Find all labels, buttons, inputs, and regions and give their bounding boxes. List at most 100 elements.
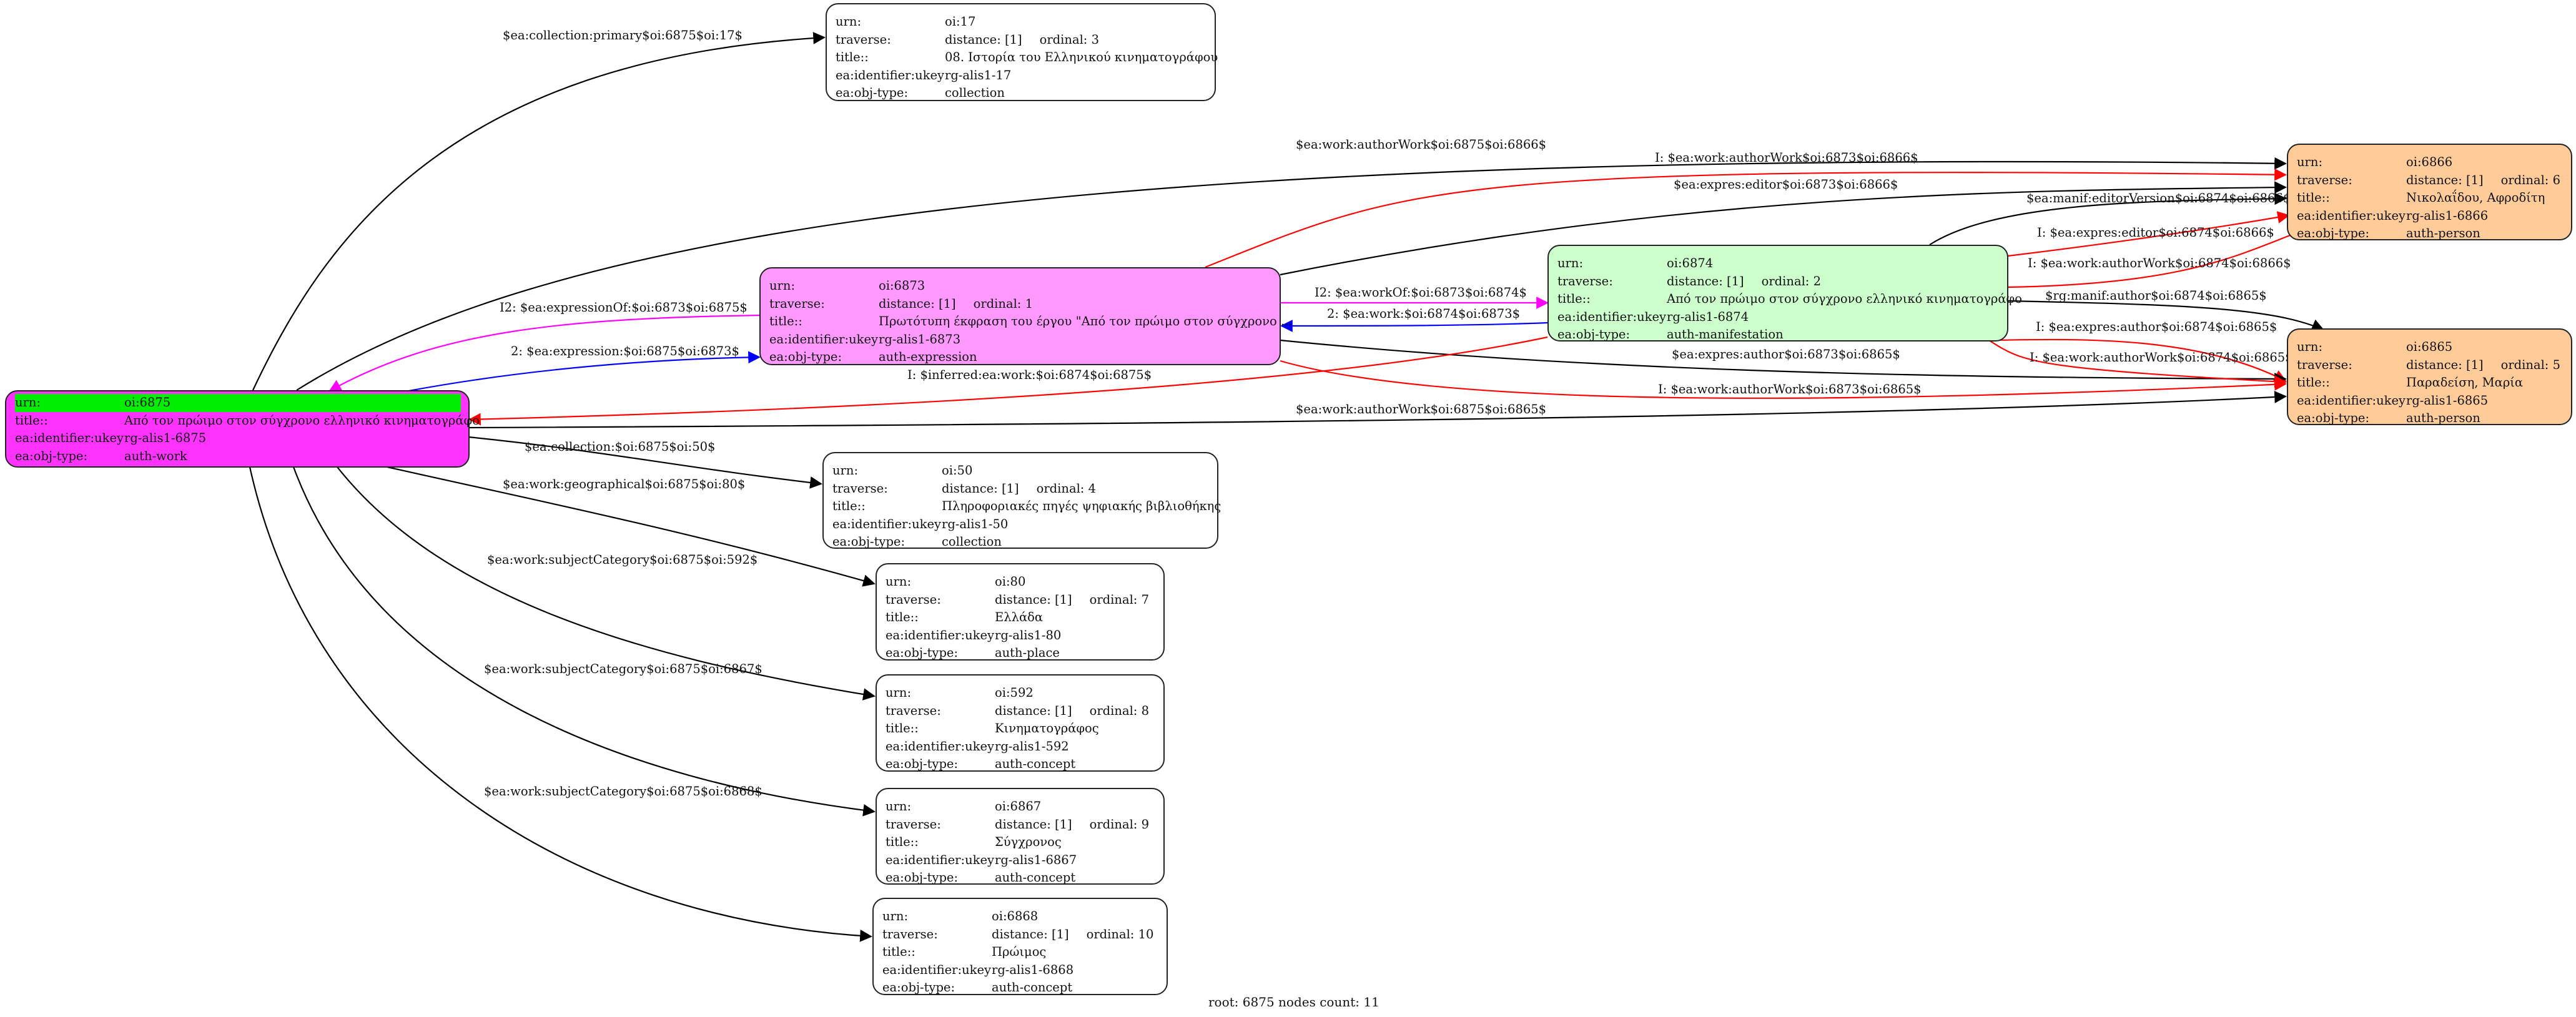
node-6865[interactable]: urn: oi:6865 traverse: distance: [1] ordina… <box>2287 328 2572 425</box>
field-label: ea:identifier:ukey <box>886 739 994 754</box>
node-distance: distance: [1] <box>995 817 1072 832</box>
node-title: Κινηματογράφος <box>995 721 1099 735</box>
edge-6875-to-6866 <box>296 157 2287 391</box>
node-ordinal: ordinal: 10 <box>1086 926 1154 941</box>
edge-label: 2: $ea:work:$oi:6874$oi:6873$ <box>1327 307 1521 321</box>
field-label: ea:identifier:ukey <box>2297 208 2406 223</box>
edge-label: I: $ea:work:authorWork$oi:6874$oi:6865$ <box>2030 350 2293 365</box>
edge-6874-to-6875-inferred-work <box>468 336 1548 426</box>
field-label: ea:obj-type: <box>769 350 842 364</box>
edge-label: $ea:work:subjectCategory$oi:6875$oi:6867… <box>484 662 762 676</box>
edge-label: 2: $ea:expression:$oi:6875$oi:6873$ <box>511 344 739 358</box>
field-label: title:: <box>886 721 919 735</box>
node-592[interactable]: urn:oi:592 traverse:distance: [1]ordinal… <box>876 674 1165 772</box>
node-6874[interactable]: urn:oi:6874 traverse:distance: [1]ordina… <box>1547 245 2022 341</box>
edge-label: $ea:work:geographical$oi:6875$oi:80$ <box>503 477 746 491</box>
edge-label: $ea:manif:editorVersion$oi:6874$oi:6866$ <box>2026 191 2291 205</box>
field-label: title:: <box>769 314 802 328</box>
field-label: traverse: <box>886 817 941 832</box>
node-distance: distance: [1] <box>2406 172 2484 187</box>
edge-label: $ea:work:authorWork$oi:6875$oi:6865$ <box>1296 402 1547 416</box>
node-distance: distance: [1] <box>992 926 1069 941</box>
node-6873[interactable]: urn:oi:6873 traverse:distance: [1]ordina… <box>759 267 1293 365</box>
node-urn: oi:6874 <box>1667 256 1714 270</box>
node-identifier: rg-alis1-6873 <box>879 332 961 346</box>
node-identifier: rg-alis1-6865 <box>2406 393 2489 408</box>
field-label: ea:obj-type: <box>2297 411 2370 425</box>
node-objtype: collection <box>945 86 1005 100</box>
node-ordinal: ordinal: 5 <box>2500 357 2560 372</box>
node-ordinal: ordinal: 7 <box>1089 592 1149 607</box>
node-title: Πρώιμος <box>992 945 1047 959</box>
node-urn: oi:6865 <box>2406 340 2453 354</box>
node-title: Από τον πρώιμο στον σύγχρονο ελληνικό κι… <box>1667 292 2022 306</box>
edge-6873-to-6865-expres-author <box>1280 339 2287 385</box>
node-urn: oi:50 <box>942 463 973 478</box>
field-label: title:: <box>832 499 866 513</box>
node-objtype: auth-expression <box>879 350 977 364</box>
node-title: Ελλάδα <box>995 610 1044 624</box>
node-objtype: collection <box>942 534 1002 549</box>
edge-label: $ea:expres:author$oi:6873$oi:6865$ <box>1672 347 1900 361</box>
edge-label: I: $ea:work:authorWork$oi:6873$oi:6866$ <box>1655 150 1918 165</box>
field-label: ea:obj-type: <box>886 757 959 771</box>
node-17[interactable]: urn:oi:17 traverse:distance: [1]ordinal:… <box>826 3 1218 101</box>
field-label: urn: <box>882 909 909 923</box>
node-urn: oi:592 <box>995 685 1034 700</box>
edge-6875-to-6865-authorwork <box>469 391 2287 429</box>
node-objtype: auth-concept <box>995 757 1076 771</box>
node-objtype: auth-work <box>124 448 187 463</box>
edge-6874-to-6865-expres-author-inferred <box>1991 338 2287 381</box>
node-urn: oi:6873 <box>879 278 925 293</box>
edge-6874-to-6866-expres-editor-inferred <box>2007 211 2290 257</box>
edge-label: $ea:collection:$oi:6875$oi:50$ <box>525 440 716 454</box>
edge-label: I: $ea:expres:author$oi:6874$oi:6865$ <box>2036 320 2277 334</box>
node-ordinal: ordinal: 6 <box>2500 172 2560 187</box>
node-urn: oi:6875 <box>124 395 171 410</box>
edge-6875-to-592 <box>337 466 876 700</box>
urn-row-highlight: urn: oi:6875 <box>15 394 461 412</box>
node-ordinal: ordinal: 2 <box>1761 273 1821 288</box>
node-identifier: rg-alis1-6867 <box>995 852 1077 867</box>
field-label: title:: <box>15 413 48 428</box>
field-label: ea:obj-type: <box>15 448 88 463</box>
node-identifier: rg-alis1-80 <box>995 627 1062 642</box>
field-label: traverse: <box>2297 357 2352 372</box>
node-ordinal: ordinal: 3 <box>1039 32 1099 47</box>
field-label: ea:obj-type: <box>836 86 909 100</box>
node-title: Πληροφοριακές πηγές ψηφιακής βιβλιοθήκης <box>942 499 1221 513</box>
field-label: urn: <box>1557 256 1584 270</box>
edge-6873-to-6866-authorwork-inferred <box>1205 168 2287 268</box>
field-label: ea:obj-type: <box>886 870 959 885</box>
node-identifier: rg-alis1-6874 <box>1667 309 1749 324</box>
node-distance: distance: [1] <box>2406 357 2484 372</box>
edge-6874-to-6865-manif-author <box>2007 300 2324 331</box>
node-80[interactable]: urn:oi:80 traverse:distance: [1]ordinal:… <box>876 563 1165 661</box>
node-6866[interactable]: urn:oi:6866 traverse:distance: [1]ordina… <box>2287 144 2572 240</box>
node-objtype: auth-person <box>2406 226 2480 240</box>
field-label: ea:identifier:ukey <box>836 67 944 82</box>
edge-6874-to-6866-authorwork-inferred <box>2007 228 2306 288</box>
field-label: ea:identifier:ukey <box>886 627 994 642</box>
node-50[interactable]: urn:oi:50 traverse:distance: [1]ordinal:… <box>822 452 1221 549</box>
edge-6875-to-50 <box>468 436 822 489</box>
node-root-6875[interactable]: urn: oi:6875 title::Από τον πρώιμο στον … <box>5 390 480 468</box>
edge-6875-to-80 <box>387 466 876 587</box>
field-label: urn: <box>2297 340 2323 354</box>
node-objtype: auth-manifestation <box>1667 327 1784 341</box>
node-6867[interactable]: urn:oi:6867 traverse:distance: [1]ordina… <box>876 788 1165 885</box>
field-label: ea:obj-type: <box>2297 226 2370 240</box>
node-6868[interactable]: urn:oi:6868 traverse:distance: [1]ordina… <box>872 898 1168 995</box>
node-ordinal: ordinal: 1 <box>973 296 1033 311</box>
node-distance: distance: [1] <box>879 296 956 311</box>
field-label: title:: <box>2297 190 2330 205</box>
node-urn: oi:6867 <box>995 799 1042 813</box>
node-title: Πρωτότυπη έκφραση του έργου "Από τον πρώ… <box>879 314 1293 328</box>
field-label: title:: <box>1557 292 1591 306</box>
node-objtype: auth-concept <box>995 870 1076 885</box>
edge-label: I: $ea:work:authorWork$oi:6874$oi:6866$ <box>2028 256 2291 270</box>
field-label: title:: <box>886 835 919 849</box>
edge-6873-to-6875-expressionof <box>328 314 761 391</box>
field-label: urn: <box>836 14 862 29</box>
